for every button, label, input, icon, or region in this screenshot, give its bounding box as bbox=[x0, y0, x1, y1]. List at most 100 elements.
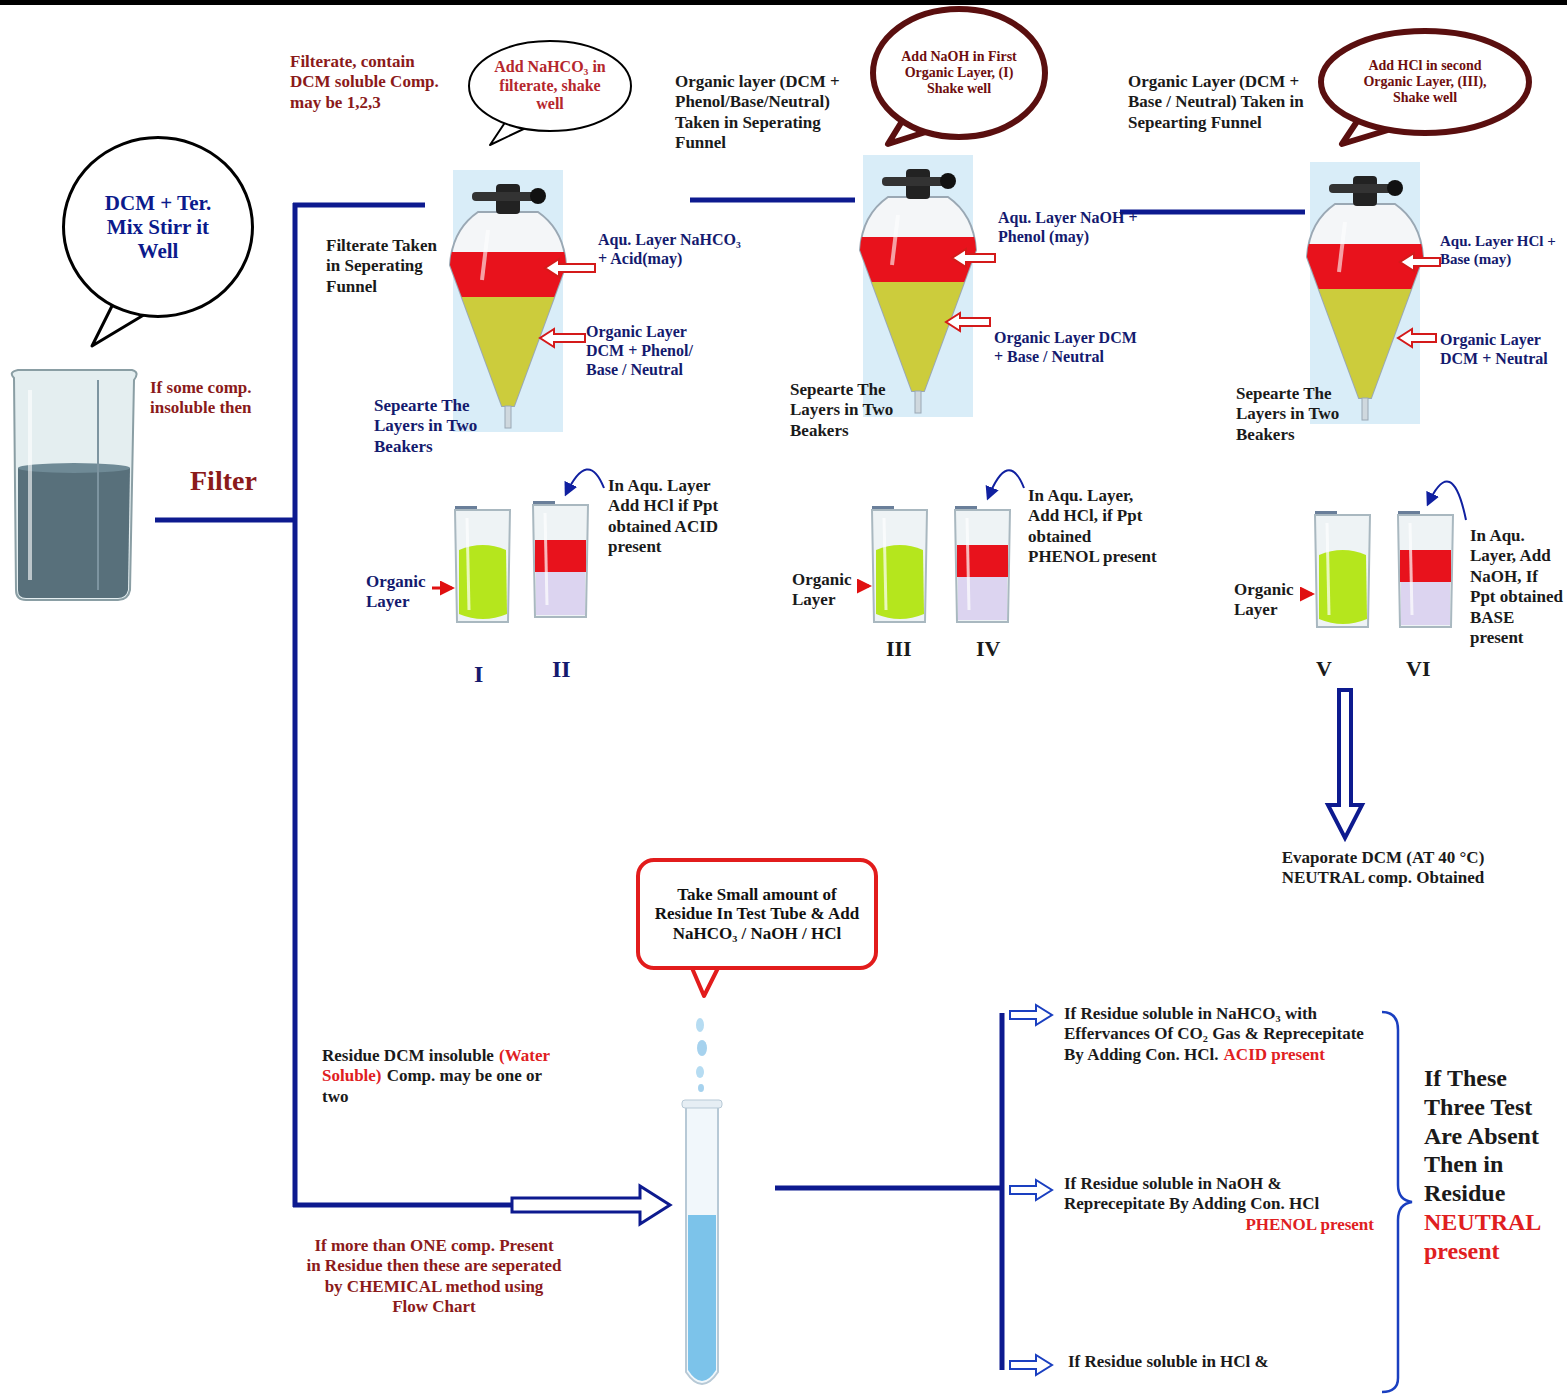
label-group: If Residue soluble in NaHCO₃ with Efferv… bbox=[1064, 1004, 1382, 1065]
note-text: Organic Layer DCM + Base / Neutral bbox=[994, 329, 1137, 365]
hollow-arrow bbox=[512, 1186, 670, 1224]
note-text: Organic Layer DCM + Neutral bbox=[1440, 331, 1548, 367]
label-group: Organic Layer DCM + Neutral bbox=[1440, 330, 1558, 368]
pointer-arrow bbox=[432, 587, 452, 590]
speech-bubble: Add HCl in second Organic Layer, (III), … bbox=[1318, 28, 1532, 136]
label-group: I bbox=[474, 660, 494, 689]
label-group: Organic Layer bbox=[1234, 580, 1298, 621]
node-text: Add NaHCO₃ in filterate, shake well bbox=[490, 58, 610, 113]
note-text: If Residue soluble in HCl & bbox=[1068, 1352, 1269, 1371]
label-group: Residue DCM insoluble(Water Soluble)Comp… bbox=[322, 1046, 554, 1107]
pointer-arrow bbox=[1398, 329, 1436, 347]
label-group: V bbox=[1316, 656, 1336, 682]
node-text: Add HCl in second Organic Layer, (III), … bbox=[1346, 58, 1504, 106]
beaker-figure bbox=[455, 506, 510, 622]
note-text: Organic Layer DCM + Phenol/ Base / Neutr… bbox=[586, 323, 693, 378]
pointer-arrow bbox=[858, 585, 869, 588]
label-group: Aqu. Layer NaOH + Phenol (may) bbox=[998, 208, 1148, 246]
beaker-figure bbox=[1398, 511, 1453, 627]
note-text: I bbox=[474, 661, 483, 687]
pointer-arrow bbox=[1300, 593, 1312, 596]
pointer-arrow bbox=[1400, 253, 1440, 271]
label-group: Organic Layer bbox=[366, 572, 430, 613]
pointer-arrow bbox=[946, 313, 990, 331]
note-text: Organic Layer bbox=[366, 572, 426, 611]
note-text: In Aqu. Layer Add HCl if Ppt obtained AC… bbox=[608, 476, 718, 556]
note-text: Filterate, contain DCM soluble Comp. may… bbox=[290, 52, 439, 112]
note-text: Organic Layer bbox=[1234, 580, 1294, 619]
label-group: Aqu. Layer HCl + Base (may) bbox=[1440, 232, 1564, 268]
speech-bubble: DCM + Ter. Mix Stirr it Well bbox=[62, 136, 254, 318]
label-group: If some comp. insoluble then bbox=[150, 378, 300, 419]
hollow-arrow bbox=[1010, 1005, 1052, 1375]
note-text: Aqu. Layer NaOH + Phenol (may) bbox=[998, 209, 1138, 245]
note-text: In Aqu. Layer, Add HCl, if Ppt obtained … bbox=[1028, 486, 1157, 566]
note-text: ACID present bbox=[1224, 1045, 1325, 1064]
label-group: Filterate Taken in Seperating Funnel bbox=[326, 236, 454, 297]
label-group: IV bbox=[976, 636, 1010, 662]
note-text: Aqu. Layer HCl + Base (may) bbox=[1440, 233, 1556, 267]
label-group: Sepearte The Layers in Two Beakers bbox=[1236, 384, 1348, 445]
label-group: If Residue soluble in HCl & bbox=[1068, 1352, 1368, 1372]
note-text: II bbox=[552, 656, 571, 682]
label-group: In Aqu. Layer, Add NaOH, If Ppt obtained… bbox=[1470, 526, 1564, 648]
beaker-figure bbox=[872, 506, 927, 622]
note-text: Filterate Taken in Seperating Funnel bbox=[326, 236, 437, 296]
label-group: If These Three Test Are Absent Then in R… bbox=[1424, 1064, 1542, 1266]
label-group: If more than ONE comp. Present in Residu… bbox=[306, 1236, 562, 1318]
note-text: Filter bbox=[190, 465, 257, 496]
note-text: In Aqu. Layer, Add NaOH, If Ppt obtained… bbox=[1470, 526, 1563, 647]
node-text: Add NaOH in First Organic Layer, (I) Sha… bbox=[896, 49, 1022, 97]
label-group: Organic Layer DCM + Base / Neutral bbox=[994, 328, 1144, 366]
note-text: If some comp. insoluble then bbox=[150, 378, 252, 417]
node-text: DCM + Ter. Mix Stirr it Well bbox=[90, 191, 226, 263]
note-text: III bbox=[886, 636, 912, 661]
label-group: II bbox=[552, 655, 582, 684]
note-text: If These Three Test Are Absent Then in R… bbox=[1424, 1065, 1539, 1206]
speech-bubble: Add NaHCO₃ in filterate, shake well bbox=[468, 40, 632, 132]
note-text: Organic Layer (DCM + Base / Neutral) Tak… bbox=[1128, 72, 1304, 132]
note-text: Organic layer (DCM + Phenol/Base/Neutral… bbox=[675, 72, 840, 152]
note-text: PHENOL present bbox=[1064, 1215, 1374, 1235]
note-text: Aqu. Layer NaHCO₃ + Acid(may) bbox=[598, 231, 741, 267]
note-text: If Residue soluble in NaOH & Reprecepita… bbox=[1064, 1174, 1319, 1213]
label-group: Organic Layer bbox=[792, 570, 856, 611]
note-text: IV bbox=[976, 636, 1000, 661]
note-text: Residue DCM insoluble bbox=[322, 1046, 494, 1065]
separating-funnel bbox=[858, 155, 978, 417]
beaker-figure bbox=[955, 506, 1010, 622]
beaker-figure bbox=[533, 501, 588, 617]
note-text: Organic Layer bbox=[792, 570, 852, 609]
brace bbox=[1382, 1012, 1412, 1392]
separating-funnel bbox=[448, 170, 568, 432]
note-text: Evaporate DCM (AT 40 °C) NEUTRAL comp. O… bbox=[1282, 848, 1485, 887]
pointer-arrow bbox=[545, 259, 595, 277]
label-group: Aqu. Layer NaHCO₃ + Acid(may) bbox=[598, 230, 748, 268]
beaker-figure bbox=[12, 370, 137, 600]
label-group: Evaporate DCM (AT 40 °C) NEUTRAL comp. O… bbox=[1258, 848, 1508, 889]
label-group: Sepearte The Layers in Two Beakers bbox=[374, 396, 492, 457]
note-text: Sepearte The Layers in Two Beakers bbox=[374, 396, 477, 456]
hollow-arrow bbox=[1328, 690, 1362, 838]
pointer-arrow bbox=[952, 249, 995, 267]
label-group: Organic Layer DCM + Phenol/ Base / Neutr… bbox=[586, 322, 704, 380]
note-text: If more than ONE comp. Present in Residu… bbox=[306, 1236, 561, 1316]
label-group: In Aqu. Layer Add HCl if Ppt obtained AC… bbox=[608, 476, 728, 558]
label-group: Filter bbox=[190, 464, 270, 498]
note-text: NEUTRAL present bbox=[1424, 1208, 1542, 1266]
speech-bubble: Add NaOH in First Organic Layer, (I) Sha… bbox=[870, 6, 1048, 140]
note-text: V bbox=[1316, 656, 1332, 681]
label-group: Organic Layer (DCM + Base / Neutral) Tak… bbox=[1128, 72, 1306, 133]
instruction-box: Take Small amount of Residue In Test Tub… bbox=[636, 858, 878, 970]
test-tube bbox=[682, 1018, 722, 1384]
label-group: VI bbox=[1406, 656, 1436, 682]
top-bar bbox=[0, 0, 1567, 5]
label-group: III bbox=[886, 636, 926, 662]
pointer-arrow bbox=[540, 329, 585, 347]
note-text: Sepearte The Layers in Two Beakers bbox=[790, 380, 893, 440]
node-text: Take Small amount of Residue In Test Tub… bbox=[650, 885, 864, 944]
note-text: Sepearte The Layers in Two Beakers bbox=[1236, 384, 1339, 444]
label-group: Filterate, contain DCM soluble Comp. may… bbox=[290, 52, 450, 113]
label-group: Organic layer (DCM + Phenol/Base/Neutral… bbox=[675, 72, 870, 154]
